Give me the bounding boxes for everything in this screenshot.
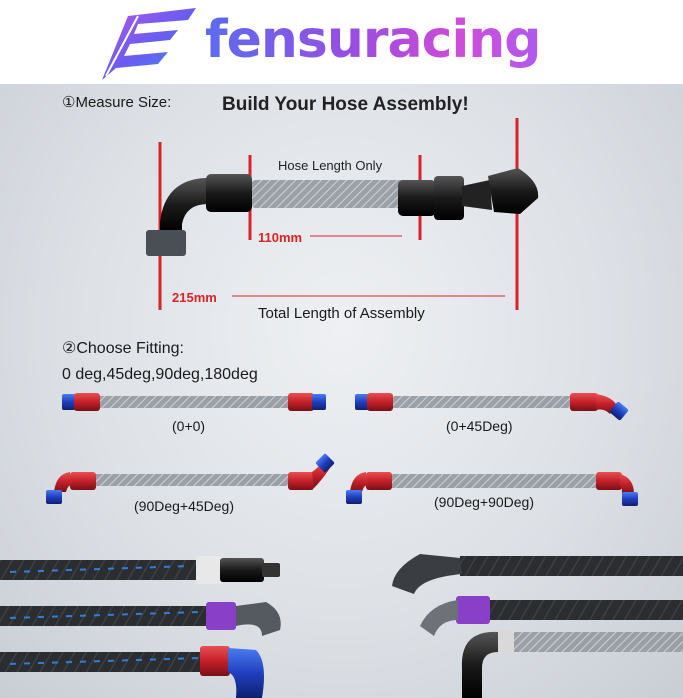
blue-nut (46, 490, 62, 504)
black-hose (460, 556, 683, 576)
header: fensuracing (0, 0, 683, 84)
red-fitting (200, 646, 230, 676)
option-90-45[interactable] (46, 453, 335, 504)
measure-diagram (146, 118, 539, 310)
white-fitting (196, 556, 222, 584)
black-hose (0, 606, 210, 626)
option-90-90[interactable] (346, 472, 638, 506)
fitting-neck (462, 180, 492, 210)
fe-logo-icon (102, 8, 196, 80)
red-fitting (366, 472, 392, 490)
option-0-0[interactable] (62, 393, 326, 411)
blue-tracer (9, 657, 201, 665)
black-hose (486, 600, 683, 620)
purple-fitting (206, 602, 236, 630)
bottom-right-hoses (392, 554, 683, 698)
blue-nut (622, 492, 638, 506)
blue-nut (346, 490, 362, 504)
blue-elbow-90 (228, 648, 264, 698)
braided-hose (250, 180, 410, 208)
red-fitting (74, 393, 100, 411)
grey-elbow-45 (236, 602, 281, 636)
blue-tracer (9, 565, 191, 573)
blue-nut (312, 394, 326, 410)
silver-hose (510, 632, 683, 652)
red-fitting (288, 472, 314, 490)
hose-0-45 (385, 396, 575, 408)
bottom-left-hoses (0, 556, 281, 698)
red-elbow-45 (596, 394, 616, 414)
fitting-options-text: 0 deg,45deg,90deg,180deg (62, 366, 258, 383)
black-fitting (220, 558, 264, 582)
purple-fitting (456, 596, 490, 624)
blue-nut (62, 394, 76, 410)
fitting-nut (146, 230, 186, 256)
caption-0-0: (0+0) (172, 418, 206, 434)
fitting-tip (262, 563, 280, 577)
red-elbow-90 (54, 472, 72, 492)
black-elbow-45 (392, 554, 462, 594)
blue-nut (609, 401, 629, 421)
option-0-45[interactable] (355, 393, 629, 421)
angle-fitting (488, 168, 539, 214)
measure-step-label: ①Measure Size: (62, 94, 172, 111)
red-fitting (70, 472, 96, 490)
silver-collar (496, 630, 514, 654)
hose-90-90 (380, 474, 600, 488)
grey-elbow-45 (420, 600, 458, 636)
hose-length-label: Hose Length Only (278, 158, 383, 173)
red-fitting (367, 393, 393, 411)
hose-0-0 (90, 396, 300, 408)
black-hose (0, 560, 200, 580)
blue-nut (355, 394, 369, 410)
caption-90-45: (90Deg+45Deg) (134, 498, 235, 514)
red-elbow-90 (350, 472, 368, 492)
fitting-step-label: ②Choose Fitting: (62, 340, 184, 357)
black-elbow-180 (461, 631, 498, 698)
red-fitting (570, 393, 598, 411)
black-hose (0, 652, 208, 672)
red-fitting (288, 393, 314, 411)
fitting-hex (434, 176, 464, 220)
blue-nut (315, 453, 335, 473)
build-heading: Build Your Hose Assembly! (222, 94, 469, 115)
hose-90-45 (88, 474, 298, 486)
blue-tracer (9, 611, 201, 619)
brand-name: fensuracing (205, 10, 542, 70)
caption-0-45: (0+45Deg) (446, 418, 513, 434)
total-length-value: 215mm (172, 290, 217, 305)
hose-length-value: 110mm (258, 230, 303, 245)
fitting-collar (206, 174, 252, 212)
total-length-label: Total Length of Assembly (258, 305, 425, 322)
caption-90-90: (90Deg+90Deg) (434, 494, 535, 510)
red-elbow-90 (620, 474, 634, 494)
red-fitting (596, 472, 622, 490)
straight-fitting (398, 180, 436, 216)
